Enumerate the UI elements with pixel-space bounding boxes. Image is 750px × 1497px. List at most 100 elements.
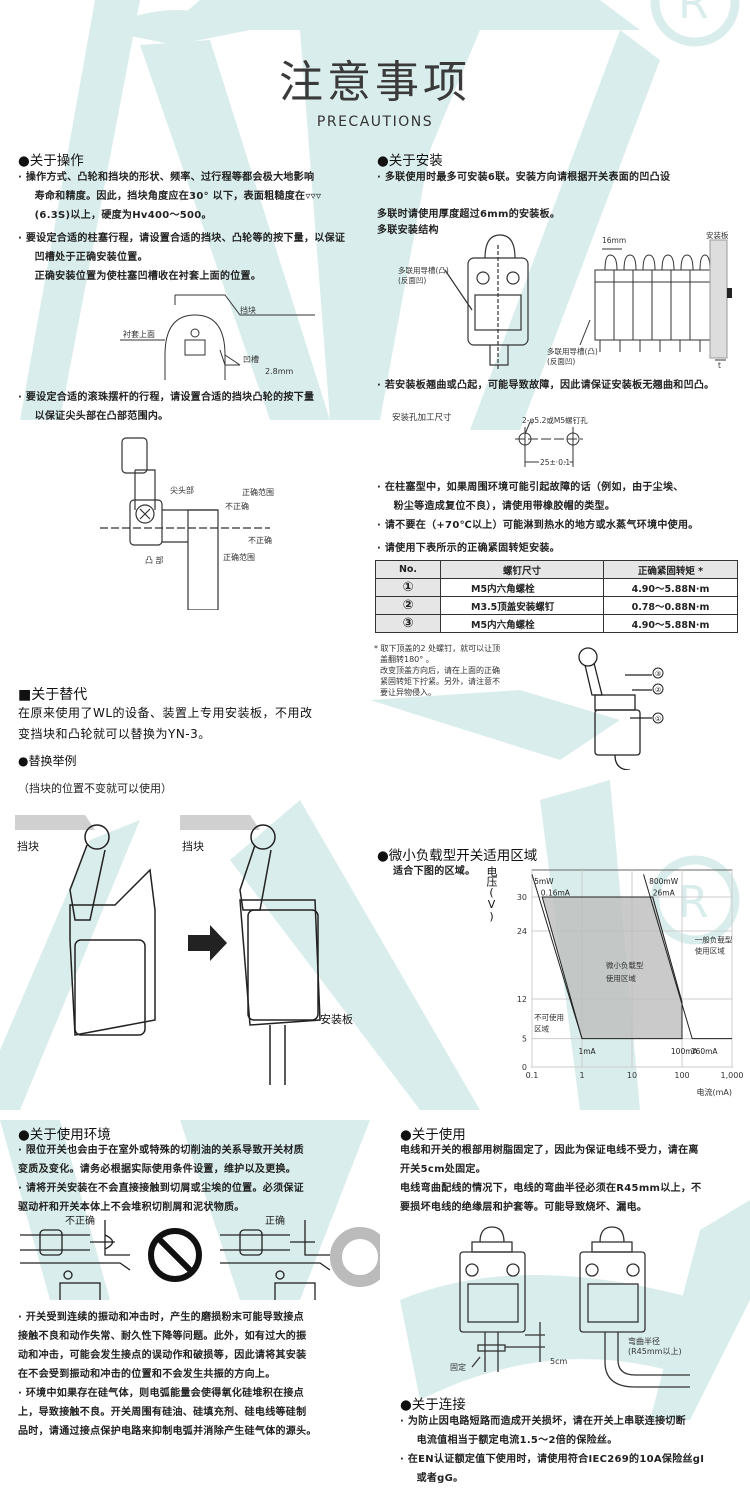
text-line: 寿命和精度。因此，挡块角度应在30° 以下，表面粗糙度在▿▿▿ xyxy=(27,191,322,202)
text-line: · 环境中如果存在硅气体，则电弧能量会使得氧化硅堆积在接点 xyxy=(18,1388,304,1399)
text-line: 在原来使用了WL的设备、装置上专用安装板，不用改 xyxy=(18,706,313,720)
x-tick-label: 1 xyxy=(579,1071,584,1080)
table-cell: M5内六角螺栓 xyxy=(440,614,604,633)
mounting-hole-diagram: 2-φ5.2或M5螺钉孔 25± 0.1 xyxy=(515,415,588,469)
ok-circle-icon xyxy=(330,1227,380,1287)
connection-text: · 为防止因电路短路而造成开关损坏，请在开关上串联连接切断 电流值相当于额定电流… xyxy=(400,1412,704,1488)
label-correct-range: 正确范围 xyxy=(223,552,255,562)
chart-annotation: 1mA xyxy=(578,1047,596,1056)
label-groove: (反面凹) xyxy=(547,356,575,366)
y-axis-label: 电压(V) xyxy=(485,866,498,922)
text-line: · 请不要在（+70℃以上）可能淋到热水的地方或水蒸气环境中使用。 xyxy=(377,520,699,531)
table-header-row: No. 螺钉尺寸 正确紧固转矩 * xyxy=(375,560,738,579)
plunger-groove-diagram: 挡块 衬套上面 凹槽 2.8mm xyxy=(120,294,315,380)
table-cell: M3.5顶盖安装螺钉 xyxy=(440,596,604,615)
table-cell: 4.90～5.88N·m xyxy=(603,614,738,633)
text-line: 电线和开关的根部用树脂固定了，因此为保证电线不受力，请在离 xyxy=(400,1145,699,1156)
label-block: 挡块 xyxy=(182,839,204,853)
y-tick-label: 30 xyxy=(517,893,527,902)
text-line: · 在EN认证额定值下使用时，请使用符合IEC269的10A保险丝gI xyxy=(400,1454,705,1465)
text-line: 驱动杆和开关本体上不会堆积切削屑和泥状物质。 xyxy=(18,1202,245,1213)
example-heading: ●替换举例 xyxy=(18,754,77,768)
region-label-micro: 使用区域 xyxy=(606,973,636,983)
table-header: No. xyxy=(375,560,441,579)
label-bushing: 衬套上面 xyxy=(123,329,155,339)
install-text: · 多联使用时最多可安装6联。安装方向请根据开关表面的凹凸设 xyxy=(377,172,671,183)
region-label-general: 一般负载型 xyxy=(695,934,733,944)
label-tip: 尖头部 xyxy=(170,485,194,495)
y-tick-label: 24 xyxy=(517,927,527,936)
region-label-micro: 微小负载型 xyxy=(606,960,644,970)
text-line: 盖翻转180° 。 xyxy=(380,655,434,664)
text-line: · 限位开关也会由于在室外或特殊的切削油的关系导致开关材质 xyxy=(18,1145,304,1156)
region-label-unusable: 区域 xyxy=(534,1023,549,1033)
text-line: 变质及变化。请务必根据实际使用条件设置，维护以及更换。 xyxy=(18,1164,297,1175)
roller-lever-diagram: 尖头部 凸 部 正确范围 不正确 不正确 正确范围 xyxy=(100,437,274,610)
microload-desc: 适合下图的区域。 xyxy=(393,866,476,877)
multi-mount-structure-diagram: 多联用导槽(凸) (反面凹) 16mm 安装板 多联用导槽(凸) (反面凹) t xyxy=(398,230,732,370)
chart-annotation: 0.16mA xyxy=(541,888,571,897)
table-cell: 4.90～5.88N·m xyxy=(603,578,738,597)
y-tick-label: 5 xyxy=(522,1035,527,1044)
prohibited-icon xyxy=(148,1228,202,1282)
svg-text:R: R xyxy=(678,877,709,928)
install-text: · 请使用下表所示的正确紧固转矩安装。 xyxy=(377,543,560,554)
text-line: (6.3S)以上，硬度为Hv400～500。 xyxy=(27,210,212,221)
chart-annotation: 26mA xyxy=(653,888,676,897)
text-line: 要让异物侵入。 xyxy=(380,688,436,697)
table-header: 正确紧固转矩 * xyxy=(603,560,738,579)
x-tick-label: 0.1 xyxy=(526,1071,539,1080)
boundary-800mw xyxy=(643,874,732,1040)
text-line: · 开关受到连续的振动和冲击时，产生的磨损粉末可能导致接点 xyxy=(18,1312,304,1323)
text-line: · 要设定合适的柱塞行程，请设置合适的挡块、凸轮等的按下量，以保证 xyxy=(18,233,346,244)
chart-annotation: 100mA xyxy=(671,1047,699,1056)
text-line: 电流值相当于额定电流1.5～2倍的保险丝。 xyxy=(409,1435,618,1446)
install-text: · 若安装板翘曲或凸起，可能导致故障，因此请保证安装板无翘曲和凹凸。 xyxy=(377,380,715,391)
install-text: 多联时请使用厚度超过6mm的安装板。 xyxy=(377,209,561,220)
table-cell: ② xyxy=(375,596,441,615)
text-line: 变挡块和凸轮就可以替换为YN-3。 xyxy=(18,727,211,741)
chart-annotation: 160mA xyxy=(691,1047,719,1056)
region-label-unusable: 不可使用 xyxy=(534,1012,564,1022)
label-groove: 凹槽 xyxy=(243,354,259,364)
callout-3: ③ xyxy=(655,670,661,678)
text-line: 或者gG。 xyxy=(409,1473,464,1484)
label-correct-range: 正确范围 xyxy=(242,487,274,497)
region-label-general: 使用区域 xyxy=(695,946,725,956)
callout-2: ② xyxy=(655,686,661,694)
page-subtitle: PRECAUTIONS xyxy=(316,114,434,130)
table-header: 螺钉尺寸 xyxy=(440,560,604,579)
label-incorrect: 不正确 xyxy=(225,501,249,511)
connection-heading: ●关于连接 xyxy=(400,1397,466,1413)
text-line: · 要设定合适的滚珠摆杆的行程，请设置合适的挡块凸轮的按下量 xyxy=(18,392,315,403)
svg-text:R: R xyxy=(678,0,709,29)
label-incorrect: 不正确 xyxy=(65,1215,95,1227)
chart-annotation: 5mW xyxy=(534,877,554,886)
text-line: 动和冲击，可能会发生接点的误动作和破损等，因此请将其安装 xyxy=(18,1350,307,1361)
chip-environment-illustration: 不正确 正确 xyxy=(20,1215,380,1300)
label-pitch: 16mm xyxy=(602,236,626,245)
label-bend-radius-value: (R45mm以上) xyxy=(628,1347,682,1356)
table-cell: ① xyxy=(375,578,441,597)
text-line: 要损坏电线的绝缘层和护套等。可能导致烧坏、漏电。 xyxy=(400,1202,648,1213)
replace-text: 在原来使用了WL的设备、装置上专用安装板，不用改 变挡块和凸轮就可以替换为YN-… xyxy=(18,703,313,745)
text-line: 电线弯曲配线的情况下，电线的弯曲半径必须在R45mm以上，不 xyxy=(400,1183,702,1194)
microload-heading: ●微小负载型开关适用区域 xyxy=(377,848,538,864)
text-line: · 请将开关安装在不会直接接触到切屑或尘埃的位置。必须保证 xyxy=(18,1183,304,1194)
label-thickness: t xyxy=(718,361,721,370)
environment-text-2: · 开关受到连续的振动和冲击时，产生的磨损粉末可能导致接点 接触不良和动作失常、… xyxy=(18,1308,317,1441)
label-mounting-plate: 安装板 xyxy=(320,1012,353,1026)
label-block: 挡块 xyxy=(17,839,39,853)
environment-heading: ●关于使用环境 xyxy=(18,1127,111,1143)
label-dim: 2.8mm xyxy=(265,367,294,376)
hole-dimension: 25± 0.1 xyxy=(540,458,570,467)
label-block: 挡块 xyxy=(240,305,256,315)
x-tick-label: 1,000 xyxy=(721,1071,744,1080)
table-cell: 0.78～0.88N·m xyxy=(603,596,738,615)
roller-text: · 要设定合适的滚珠摆杆的行程，请设置合适的挡块凸轮的按下量 以保证尖头部在凸部… xyxy=(18,388,314,426)
text-line: 改变顶盖方向后，请在上面的正确 xyxy=(380,666,500,675)
